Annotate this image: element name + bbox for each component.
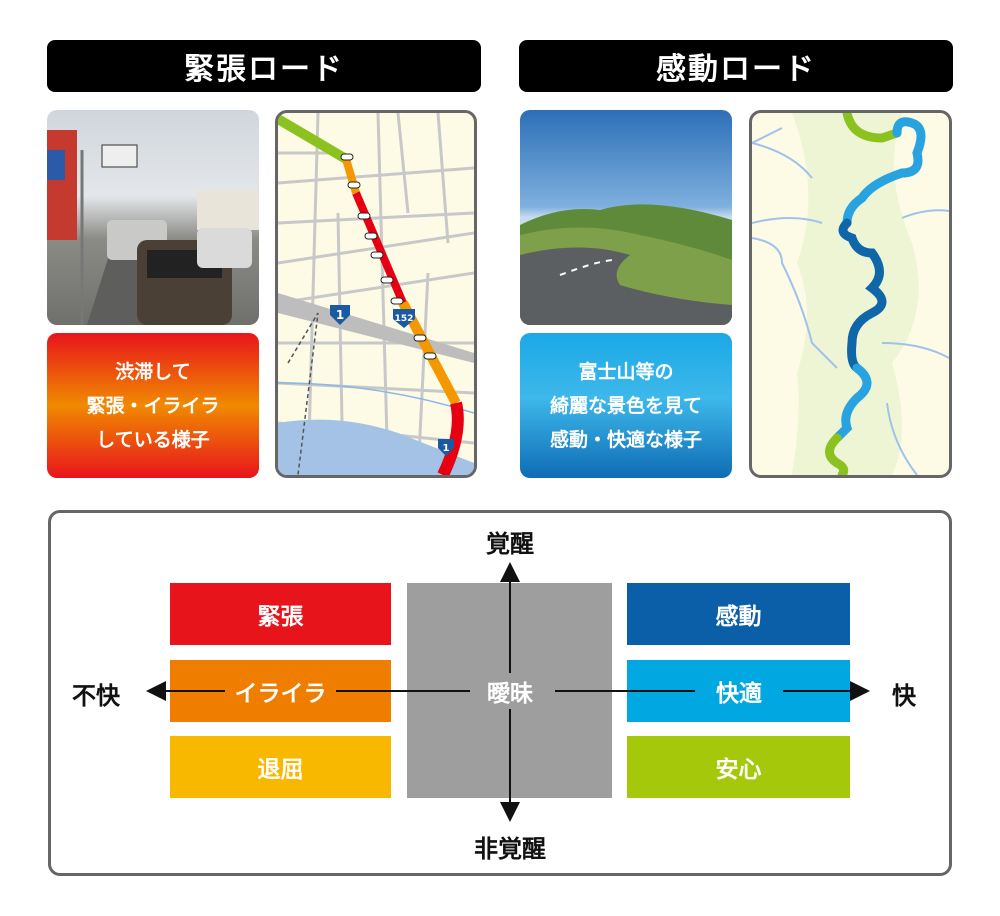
irritated-label: イライラ: [225, 673, 336, 709]
tense-road-header: 緊張ロード: [47, 40, 481, 92]
route-1-shield-icon: 1: [330, 305, 350, 325]
route-152-shield-icon: 152: [393, 309, 415, 328]
axis-label-pleasant: 快: [892, 682, 916, 710]
axis-label-non-arousal: 非覚醒: [474, 835, 546, 863]
caption-line: している様子: [96, 428, 210, 451]
tense-caption: 渋滞して 緊張・イライラ している様子: [47, 333, 259, 478]
caption-line: 感動・快適な様子: [549, 428, 702, 451]
route-1-shield-icon: 1: [438, 439, 454, 456]
scenic-road-photo: [520, 110, 732, 325]
quadrant-secure: 安心: [627, 736, 850, 798]
svg-text:1: 1: [336, 308, 344, 322]
emotion-diagram-panel: [48, 510, 952, 876]
svg-text:152: 152: [395, 314, 414, 324]
congested-route-map: 1 152 1: [275, 110, 477, 478]
axis-label-unpleasant: 不快: [72, 682, 120, 710]
moving-caption: 富士山等の 綺麗な景色を見て 感動・快適な様子: [520, 333, 732, 478]
moving-road-header: 感動ロード: [519, 40, 953, 92]
axis-label-arousal: 覚醒: [486, 530, 534, 558]
traffic-jam-photo: [47, 110, 259, 325]
caption-line: 富士山等の: [578, 360, 674, 383]
scenic-route-map: [749, 110, 952, 478]
caption-line: 渋滞して: [115, 360, 191, 383]
caption-line: 綺麗な景色を見て: [549, 394, 702, 417]
quadrant-moved: 感動: [627, 583, 850, 645]
quadrant-bored: 退屈: [170, 736, 391, 798]
caption-line: 緊張・イライラ: [86, 394, 220, 417]
ambiguous-label: 曖昧: [475, 673, 545, 709]
quadrant-tense: 緊張: [170, 583, 391, 645]
svg-text:1: 1: [443, 443, 450, 454]
comfortable-label: 快適: [695, 673, 783, 709]
